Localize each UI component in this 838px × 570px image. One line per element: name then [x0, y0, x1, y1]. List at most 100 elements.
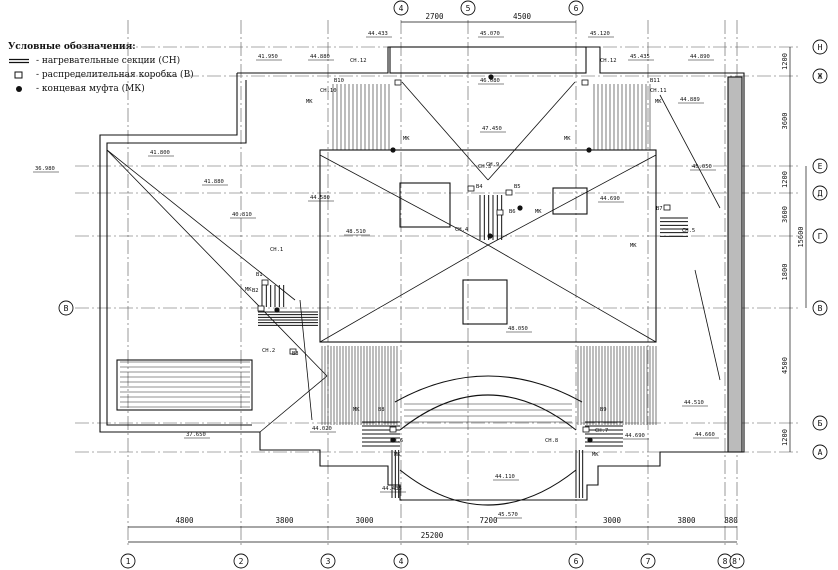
axis-label-top: 5: [466, 4, 471, 13]
distribution-box-icon: [496, 209, 504, 216]
distribution-box-icon: [394, 79, 402, 86]
heating-section: [391, 450, 400, 498]
distribution-box-icon: [467, 185, 475, 192]
end-sleeve-icon: [587, 437, 593, 443]
axis-bubble: [812, 68, 828, 84]
elevation-mark: 41.800: [150, 150, 170, 156]
axis-label-bottom: 3: [326, 557, 331, 566]
end-sleeve-icon: [487, 233, 493, 239]
axis-bubble: [812, 185, 828, 201]
box-label: В5: [514, 184, 521, 190]
dimension-value: 3600: [781, 113, 789, 130]
elevation-mark: 45.570: [498, 512, 518, 518]
elevation-mark: 44.580: [310, 195, 330, 201]
elevation-mark: 44.110: [495, 474, 515, 480]
end-sleeve-label: МК: [306, 99, 313, 105]
distribution-box-icon: [261, 279, 269, 286]
axis-bubble: [320, 553, 336, 569]
elevation-mark: 44.890: [690, 54, 710, 60]
axis-label-bottom: 1: [126, 557, 131, 566]
distribution-box-icon: [582, 426, 590, 433]
axis-bubble: [58, 300, 74, 316]
slope-line: [319, 244, 489, 343]
distribution-box-icon: [663, 204, 671, 211]
dimension-value: 3800: [677, 516, 696, 525]
box-label: В6: [509, 209, 516, 215]
box-label: В3: [292, 351, 299, 357]
end-sleeve-icon: [488, 74, 494, 80]
elevation-mark: 44.510: [684, 400, 704, 406]
elevation-mark: 45.435: [630, 54, 650, 60]
dome-arc-bottom: [399, 469, 577, 506]
axis-label-bottom: 7: [646, 557, 651, 566]
elevation-mark: 44.889: [680, 97, 700, 103]
elevation-mark: 45.050: [692, 164, 712, 170]
distribution-box-icon: [505, 189, 513, 196]
section-label: СН.3: [478, 164, 491, 170]
end-sleeve-icon: [586, 147, 592, 153]
box-label: В11: [650, 78, 660, 84]
heating-section: [575, 450, 584, 498]
stair-tower: [389, 46, 587, 74]
dome-arc-outer: [394, 375, 583, 403]
dome-arc-top: [399, 394, 577, 431]
section-label: СН.2: [262, 348, 275, 354]
legend: Условные обозначения: - нагревательные с…: [8, 40, 194, 96]
end-sleeve-icon: [274, 307, 280, 313]
axis-bubble: [460, 0, 476, 16]
parapet-line: [106, 80, 252, 426]
dimension-value: 1800: [781, 264, 789, 281]
dimension-value: 3600: [781, 206, 789, 223]
axis-label-right: Е: [818, 162, 823, 171]
elevation-mark: 41.950: [258, 54, 278, 60]
axis-label-bottom: 4: [399, 557, 404, 566]
axis-bubble: [812, 444, 828, 460]
axis-label-right: Б: [818, 419, 823, 428]
dimension-value-total: 15600: [797, 226, 805, 247]
heating-section: [261, 285, 285, 307]
end-sleeve-label: МК: [655, 99, 662, 105]
legend-item-distribution-box: - распределительная коробка (В): [8, 68, 194, 82]
axis-label-right: Г: [818, 232, 823, 241]
box-label: В10: [334, 78, 344, 84]
legend-text-heating-section: - нагревательные секции (СН): [36, 56, 181, 66]
heating-section: [585, 421, 623, 447]
legend-text-end-sleeve: - концевая муфта (МК): [36, 84, 145, 94]
slope-line: [319, 154, 489, 246]
axis-bubble: [812, 415, 828, 431]
skylight-center: [462, 279, 508, 325]
axis-label-top: 6: [574, 4, 579, 13]
axis-bubble: [812, 300, 828, 316]
dimension-value: 3000: [603, 516, 622, 525]
end-sleeve-icon: [517, 205, 523, 211]
elevation-mark: 44.435: [382, 486, 402, 492]
dimension-value: 7200: [479, 516, 498, 525]
axis-bubble: [393, 0, 409, 16]
dimension-value: 880: [724, 516, 738, 525]
section-label: СН.1: [270, 247, 283, 253]
dimension-value: 3800: [275, 516, 294, 525]
distribution-box-icon: [581, 79, 589, 86]
elevation-mark: 45.120: [590, 31, 610, 37]
section-label: СН.12: [350, 58, 367, 64]
dimension-value: 4800: [175, 516, 194, 525]
elevation-mark: 41.880: [204, 179, 224, 185]
axis-bubble: [233, 553, 249, 569]
elevation-mark: 37.650: [186, 432, 206, 438]
heating-section-icon: [8, 58, 30, 64]
end-sleeve-icon: [390, 437, 396, 443]
axis-label-right: Ж: [818, 72, 823, 81]
axis-bubble: [640, 553, 656, 569]
axis-bubble: [729, 553, 745, 569]
end-sleeve-label: МК: [394, 452, 401, 458]
elevation-mark: 47.450: [482, 126, 502, 132]
axis-bubble: [393, 553, 409, 569]
box-label: В2: [252, 288, 259, 294]
section-label: СН.9: [486, 162, 499, 168]
slope-line: [299, 299, 313, 421]
elevation-mark: 44.880: [310, 54, 330, 60]
axis-bubble: [568, 0, 584, 16]
dimension-value: 4500: [513, 12, 532, 21]
axis-label-top: 4: [399, 4, 404, 13]
east-wall-band: [727, 76, 743, 453]
